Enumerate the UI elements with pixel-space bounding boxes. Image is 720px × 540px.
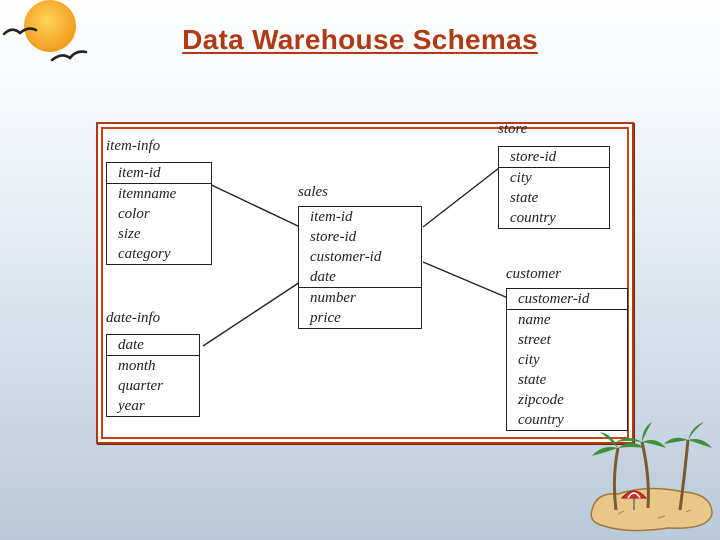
field: city — [510, 170, 532, 186]
sun-with-birds-icon — [2, 0, 88, 62]
field: zipcode — [518, 392, 564, 408]
field: street — [518, 332, 551, 348]
field: itemname — [118, 186, 177, 202]
table-title: customer — [506, 266, 561, 282]
link-sales-customer — [422, 261, 509, 299]
slide-title: Data Warehouse Schemas — [182, 24, 538, 55]
field: month — [118, 358, 156, 374]
key-field: date — [107, 335, 199, 356]
key-field: customer-id — [507, 289, 627, 310]
link-sales-date-info — [202, 281, 301, 347]
beach-island-palms-icon — [590, 422, 713, 532]
field: number — [310, 290, 356, 306]
field: color — [118, 206, 150, 222]
relationship-lines — [202, 160, 509, 347]
field: price — [310, 310, 341, 326]
field: state — [518, 372, 547, 388]
field: size — [118, 226, 141, 242]
field: year — [118, 398, 145, 414]
field: state — [510, 190, 539, 206]
table-title: store — [498, 121, 528, 137]
field: name — [518, 312, 551, 328]
key-field: store-id — [499, 147, 609, 168]
key-field: item-id — [310, 209, 353, 225]
key-field: item-id — [107, 163, 211, 184]
key-field: date — [299, 267, 421, 288]
key-field: store-id — [310, 229, 357, 245]
field: country — [510, 210, 556, 226]
field: category — [118, 246, 171, 262]
table-title: item-info — [106, 138, 161, 154]
link-sales-store — [422, 160, 509, 228]
table-title: sales — [298, 184, 328, 200]
table-title: date-info — [106, 310, 161, 326]
field: quarter — [118, 378, 163, 394]
field: country — [518, 412, 564, 428]
schema-diagram: item-info item-id itemname color size ca… — [96, 121, 634, 444]
field: city — [518, 352, 540, 368]
key-field: customer-id — [310, 249, 382, 265]
link-sales-item-info — [202, 180, 301, 228]
